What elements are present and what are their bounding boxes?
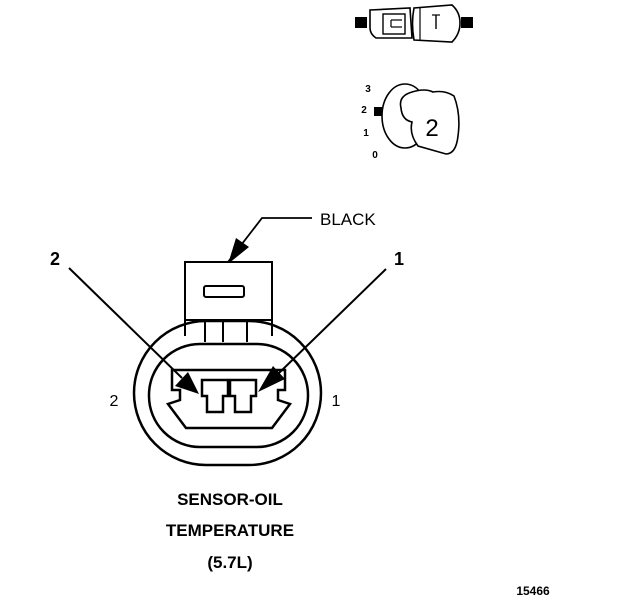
connector-latch bbox=[184, 261, 273, 321]
terminal-2 bbox=[200, 378, 230, 414]
pin-callout-2: 2 bbox=[50, 249, 60, 269]
color-callout: BLACK bbox=[227, 210, 376, 264]
cavity-label-1: 1 bbox=[332, 393, 341, 410]
scale-label-0: 0 bbox=[372, 150, 378, 161]
position-indicator: 3 2 1 0 2 bbox=[361, 83, 460, 161]
caption: SENSOR-OIL TEMPERATURE (5.7L) bbox=[166, 490, 294, 572]
pin-callout-1: 1 bbox=[394, 249, 404, 269]
caption-line-3: (5.7L) bbox=[207, 553, 252, 572]
scale-label-3: 3 bbox=[365, 84, 371, 95]
connector-face: 2 1 bbox=[110, 261, 341, 467]
caption-line-2: TEMPERATURE bbox=[166, 521, 294, 540]
terminal-1 bbox=[228, 378, 258, 414]
connector-housing bbox=[132, 319, 323, 467]
housing-inner-rim bbox=[147, 342, 310, 449]
key-paddle-icon bbox=[399, 89, 460, 155]
cavity-label-2: 2 bbox=[110, 393, 119, 410]
key-number: 2 bbox=[425, 115, 438, 142]
scale-label-1: 1 bbox=[363, 128, 369, 139]
figure-number: 15466 bbox=[516, 584, 550, 598]
connector-color-label: BLACK bbox=[320, 210, 376, 229]
caption-line-1: SENSOR-OIL bbox=[177, 490, 283, 509]
scale-label-2: 2 bbox=[361, 105, 367, 116]
pin-leaders: 2 1 bbox=[50, 249, 404, 394]
indicator-marker bbox=[374, 107, 382, 116]
connector-side-view-icon bbox=[355, 4, 473, 43]
latch-slot bbox=[203, 285, 245, 298]
terminal-cavity bbox=[165, 368, 293, 430]
